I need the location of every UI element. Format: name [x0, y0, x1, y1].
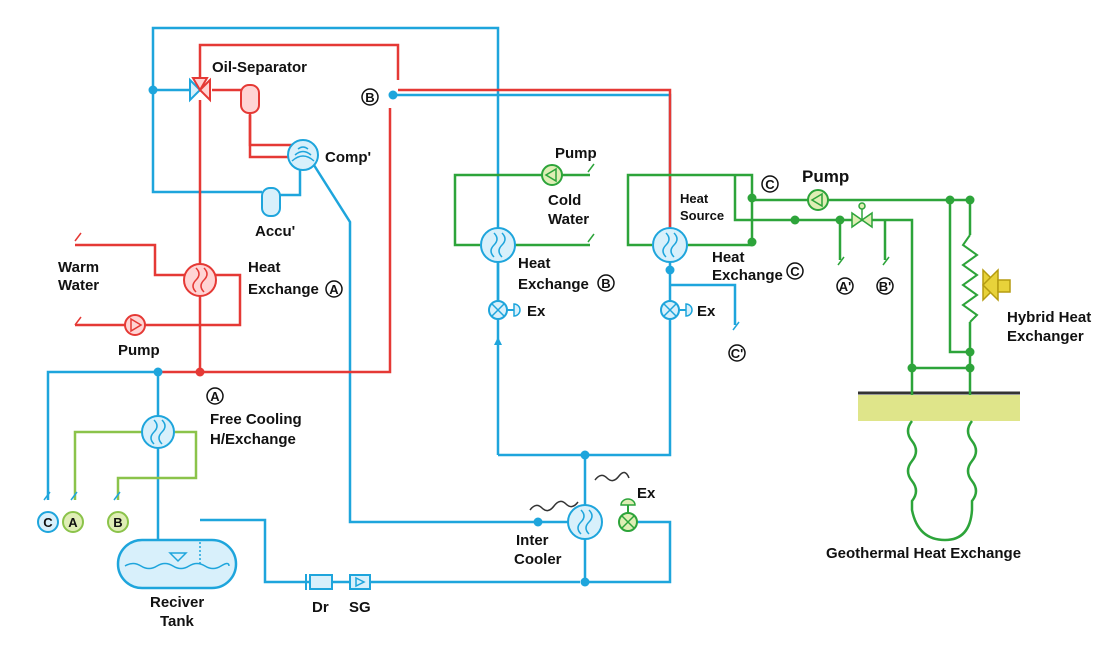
water-pipes [453, 173, 978, 542]
label-pump-right: Pump [802, 167, 849, 186]
compressor-icon [287, 139, 319, 171]
label-heat-source-1: Heat [680, 191, 709, 206]
pump-right-icon [807, 189, 829, 211]
label-geothermal: Geothermal Heat Exchange [826, 545, 1021, 562]
expansion-valve-b-icon [488, 300, 521, 345]
three-way-valve-icon [189, 77, 211, 103]
label-heat-exchange-a-1: Heat [248, 259, 281, 276]
label-pump-cold: Pump [555, 145, 597, 162]
hybrid-fan-icon [981, 268, 1011, 302]
cool-pipes [46, 26, 737, 584]
marker-c-bottom: C [43, 515, 53, 530]
label-heat-exchange-b-1: Heat [518, 255, 551, 272]
label-heat-exchange-c-1: Heat [712, 249, 745, 266]
label-hybrid-1: Hybrid Heat [1007, 309, 1091, 326]
marker-b-prime: B' [879, 279, 891, 294]
label-heat-source-2: Source [680, 208, 724, 223]
marker-a-hea: A [329, 282, 339, 297]
accumulator-icon [261, 187, 281, 217]
pump-cold-icon [541, 164, 563, 186]
free-cooling-exchanger-icon [141, 415, 175, 449]
label-heat-exchange-a-2: Exchange [248, 281, 319, 298]
label-receiver-2: Tank [160, 613, 195, 630]
dryer-icon [305, 574, 333, 590]
hybrid-coil-icon [961, 234, 979, 323]
ground-strip [858, 395, 1020, 421]
marker-c-prime: C' [731, 346, 743, 361]
marker-circles [37, 88, 894, 533]
label-dryer: Dr [312, 599, 329, 616]
heat-exchanger-a-icon [183, 263, 217, 297]
sight-glass-icon [349, 574, 371, 590]
expansion-valve-inter-icon [618, 498, 638, 532]
hot-pipes [75, 43, 672, 374]
heat-exchanger-b-icon [480, 227, 516, 263]
pipe-break-marks [43, 163, 890, 501]
heat-exchanger-c-icon [652, 227, 688, 263]
label-heat-exchange-b-2: Exchange [518, 276, 589, 293]
label-free-cooling-1: Free Cooling [210, 411, 302, 428]
junction-dots [148, 85, 975, 587]
marker-c-hec: C [790, 264, 800, 279]
label-ex-inter: Ex [637, 485, 656, 502]
label-cold-water-2: Water [548, 211, 589, 228]
label-hybrid-2: Exchanger [1007, 328, 1084, 345]
label-ex-c: Ex [697, 303, 716, 320]
label-oil-separator: Oil-Separator [212, 59, 307, 76]
marker-c-top: C [765, 177, 775, 192]
marker-b-main: B [365, 90, 374, 105]
marker-a-main: A [210, 389, 220, 404]
label-inter-cooler-1: Inter [516, 532, 549, 549]
marker-b-heb: B [601, 276, 610, 291]
label-pump-left: Pump [118, 342, 160, 359]
label-compressor: Comp' [325, 149, 371, 166]
label-free-cooling-2: H/Exchange [210, 431, 296, 448]
marker-a-bottom: A [68, 515, 78, 530]
marker-a-prime: A' [839, 279, 851, 294]
three-way-valve-green-icon [851, 202, 873, 229]
inter-cooler-icon [529, 471, 630, 540]
expansion-valve-c-icon [660, 300, 693, 320]
receiver-tank-icon [116, 538, 238, 590]
oil-separator-icon [240, 84, 260, 114]
label-warm-water-1: Warm [58, 259, 99, 276]
label-sight-glass: SG [349, 599, 371, 616]
marker-b-bottom: B [113, 515, 122, 530]
label-accumulator: Accu' [255, 223, 295, 240]
pump-left-icon [124, 314, 146, 336]
label-heat-exchange-c-2: Exchange [712, 267, 783, 284]
free-cooling-pipes [73, 430, 198, 500]
label-ex-b: Ex [527, 303, 546, 320]
label-inter-cooler-2: Cooler [514, 551, 562, 568]
label-cold-water-1: Cold [548, 192, 581, 209]
label-receiver-1: Reciver [150, 594, 204, 611]
label-warm-water-2: Water [58, 277, 99, 294]
